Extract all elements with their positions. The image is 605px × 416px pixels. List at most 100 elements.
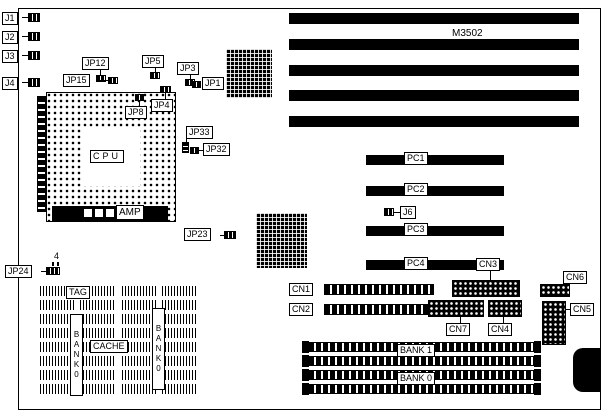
isa-slot-2 bbox=[289, 39, 579, 50]
wire bbox=[490, 271, 491, 280]
cam-slot bbox=[84, 209, 92, 217]
jp23-label: JP23 bbox=[184, 228, 211, 241]
simm-end-cap bbox=[302, 341, 309, 353]
j6-jumper bbox=[384, 208, 394, 216]
board-model: M3502 bbox=[452, 28, 483, 39]
simm-end-cap bbox=[302, 355, 309, 367]
jp4-jumper bbox=[160, 86, 171, 93]
simm-socket-4 bbox=[308, 384, 534, 394]
jp8-jumper bbox=[135, 94, 144, 101]
wire bbox=[460, 317, 461, 323]
cn1-label: CN1 bbox=[289, 283, 314, 296]
isa-slot-3 bbox=[289, 65, 579, 76]
cn2-label: CN2 bbox=[289, 303, 314, 316]
cam-slot bbox=[106, 209, 114, 217]
bank1-label: BANK 1 bbox=[397, 344, 436, 357]
simm-socket-2 bbox=[308, 356, 534, 366]
j1-label: J1 bbox=[2, 12, 18, 25]
cn4-header bbox=[488, 300, 522, 317]
cn2-header bbox=[324, 304, 434, 315]
pc4-label: PC4 bbox=[404, 257, 428, 270]
wire bbox=[566, 309, 570, 310]
simm-end-cap bbox=[302, 383, 309, 395]
wire bbox=[139, 101, 140, 106]
jp32-label: JP32 bbox=[203, 143, 230, 156]
pc3-label: PC3 bbox=[404, 223, 428, 236]
cn7-header bbox=[428, 300, 484, 317]
pin4-marker: 4 bbox=[54, 251, 60, 261]
jp33-jumper bbox=[182, 142, 189, 153]
pc2-label: PC2 bbox=[404, 183, 428, 196]
pci-slot-pc2 bbox=[366, 186, 504, 196]
j2-connector bbox=[28, 32, 40, 41]
wire bbox=[199, 150, 203, 151]
isa-slot-5 bbox=[289, 116, 579, 127]
jp5-jumper bbox=[150, 72, 160, 79]
j3-connector bbox=[28, 51, 40, 60]
wire bbox=[22, 55, 28, 56]
wire bbox=[22, 82, 28, 83]
jp15-jumper bbox=[108, 77, 118, 84]
keyboard-connector bbox=[573, 348, 601, 392]
jp1-jumper bbox=[192, 81, 201, 88]
wire bbox=[155, 68, 156, 72]
jp33-label: JP33 bbox=[186, 126, 213, 139]
jp24-label: JP24 bbox=[5, 265, 32, 278]
cam-slot bbox=[95, 209, 103, 217]
cn5-label: CN5 bbox=[570, 303, 595, 316]
pc1-label: PC1 bbox=[404, 152, 428, 165]
simm-end-cap bbox=[534, 369, 541, 381]
wire bbox=[52, 262, 54, 266]
cpu-socket bbox=[46, 92, 176, 222]
wire bbox=[165, 93, 166, 99]
jp12-jumper bbox=[96, 75, 106, 82]
isa-slot-1 bbox=[289, 13, 579, 24]
tag-label: TAG bbox=[66, 286, 90, 299]
cn1-header bbox=[324, 284, 434, 295]
jp1-label: JP1 bbox=[202, 77, 224, 90]
pci-slot-pc3 bbox=[366, 226, 504, 236]
cn7-label: CN7 bbox=[446, 323, 471, 336]
jp5-label: JP5 bbox=[142, 55, 164, 68]
cache-label: CACHE bbox=[90, 340, 128, 353]
cn5-header bbox=[542, 301, 566, 345]
simm-end-cap bbox=[534, 341, 541, 353]
wire bbox=[220, 235, 224, 236]
amp-label: AMP bbox=[116, 205, 144, 220]
cpu-label: CPU bbox=[90, 150, 125, 163]
cache-chip-column-4 bbox=[162, 286, 198, 394]
wire bbox=[186, 139, 187, 142]
chipset-chip-top bbox=[226, 49, 272, 98]
wire bbox=[22, 17, 28, 18]
bank0-vertical-label-right: BANK0 bbox=[152, 308, 165, 390]
board-outline bbox=[18, 8, 601, 410]
isa-slot-4 bbox=[289, 90, 579, 101]
jp23-jumper bbox=[224, 231, 236, 239]
pci-slot-pc4 bbox=[366, 260, 504, 270]
simm-end-cap bbox=[302, 369, 309, 381]
bank0-label: BANK 0 bbox=[397, 372, 436, 385]
j4-label: J4 bbox=[2, 77, 18, 90]
wire bbox=[190, 75, 191, 79]
cn3-header bbox=[452, 280, 520, 297]
wire bbox=[97, 80, 108, 81]
simm-end-cap bbox=[534, 383, 541, 395]
wire bbox=[100, 70, 101, 75]
j3-label: J3 bbox=[2, 50, 18, 63]
j1-connector bbox=[28, 13, 40, 22]
cn4-label: CN4 bbox=[488, 323, 513, 336]
jp8-label: JP8 bbox=[125, 106, 147, 119]
power-connector bbox=[37, 96, 46, 212]
jp12-label: JP12 bbox=[82, 57, 109, 70]
jp15-label: JP15 bbox=[63, 74, 90, 87]
wire bbox=[503, 317, 504, 323]
wire bbox=[57, 262, 59, 266]
pci-slot-pc1 bbox=[366, 155, 504, 165]
cn6-header bbox=[540, 284, 570, 297]
bank0-vertical-label-left: BANK0 bbox=[70, 314, 83, 396]
j6-label: J6 bbox=[400, 206, 416, 219]
wire bbox=[41, 271, 46, 272]
j4-connector bbox=[28, 78, 40, 87]
j2-label: J2 bbox=[2, 31, 18, 44]
